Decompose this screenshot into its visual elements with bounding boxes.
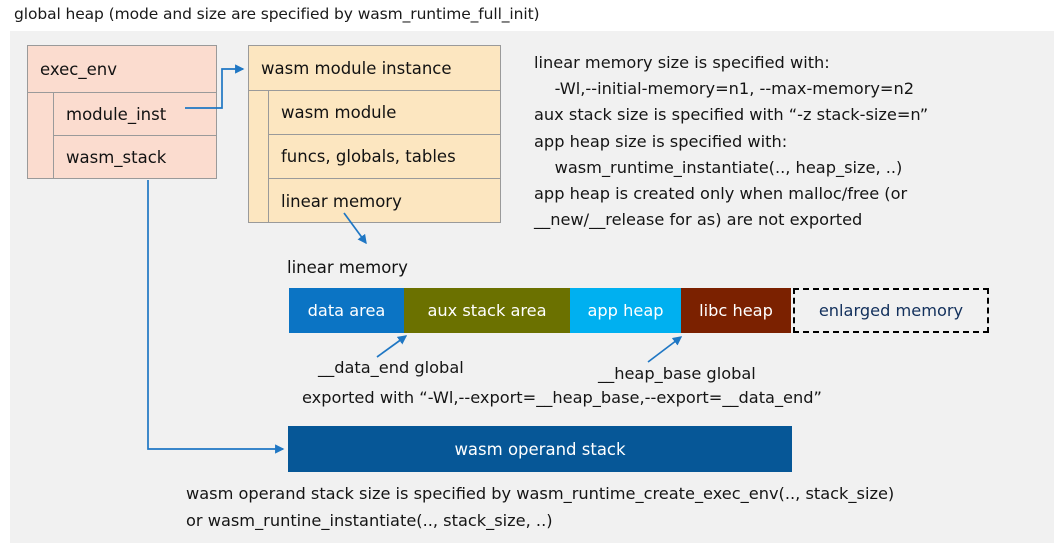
exec-env-header: exec_env bbox=[28, 46, 216, 93]
memory-segment: data area bbox=[289, 288, 404, 333]
exec-env-rows: module_inst wasm_stack bbox=[28, 93, 216, 179]
memory-segment: aux stack area bbox=[404, 288, 570, 333]
linear-memory-caption: linear memory bbox=[287, 258, 408, 277]
linear-memory-notes: linear memory size is specified with: -W… bbox=[534, 53, 929, 230]
exec-env-box: exec_env module_inst wasm_stack bbox=[27, 45, 217, 179]
annotation-exported-with: exported with “-Wl,--export=__heap_base,… bbox=[302, 388, 822, 407]
module-instance-rows: wasm module funcs, globals, tables linea… bbox=[249, 91, 500, 223]
module-instance-field-funcs-globals-tables: funcs, globals, tables bbox=[269, 135, 500, 179]
module-instance-field-linear-memory: linear memory bbox=[281, 191, 402, 211]
page-title: global heap (mode and size are specified… bbox=[14, 5, 540, 23]
memory-segment: app heap bbox=[570, 288, 681, 333]
wasm-operand-stack-bar: wasm operand stack bbox=[288, 426, 792, 472]
module-instance-row-column: wasm module funcs, globals, tables linea… bbox=[269, 91, 500, 223]
module-instance-field-wasm-module: wasm module bbox=[269, 91, 500, 135]
annotation-heap-base: __heap_base global bbox=[598, 364, 756, 383]
annotation-data-end: __data_end global bbox=[318, 358, 464, 377]
wasm-module-instance-box: wasm module instance wasm module funcs, … bbox=[248, 45, 501, 223]
exec-env-field-module-inst: module_inst bbox=[54, 93, 216, 136]
memory-segment: libc heap bbox=[681, 288, 791, 333]
exec-env-field-wasm-stack: wasm_stack bbox=[66, 148, 167, 167]
operand-stack-note: wasm operand stack size is specified by … bbox=[186, 484, 895, 530]
module-instance-header: wasm module instance bbox=[249, 46, 500, 91]
module-instance-gutter bbox=[249, 91, 269, 223]
memory-segment: enlarged memory bbox=[793, 288, 989, 333]
exec-env-gutter bbox=[28, 93, 54, 179]
exec-env-row-column: module_inst wasm_stack bbox=[54, 93, 216, 179]
